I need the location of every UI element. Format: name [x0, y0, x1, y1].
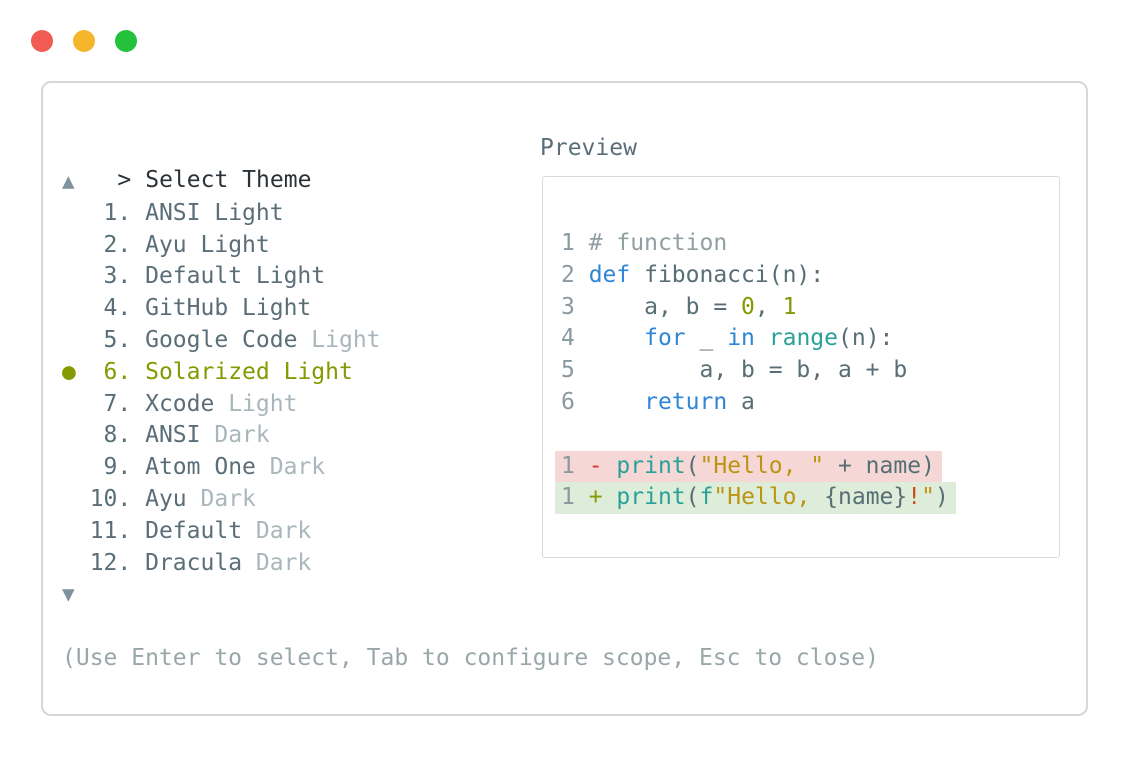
dialog-header: > Select Theme [62, 132, 311, 193]
theme-option[interactable]: 12. Dracula Dark [75, 549, 312, 576]
code-line: 1 # function [561, 230, 728, 256]
theme-option[interactable]: 10. Ayu Dark [75, 485, 256, 512]
window-controls [31, 30, 137, 52]
minimize-button[interactable] [73, 30, 95, 52]
selected-bullet-icon: ● [62, 358, 76, 385]
close-button[interactable] [31, 30, 53, 52]
code-line: 4 for _ in range(n): [561, 325, 894, 352]
theme-option[interactable]: 5. Google Code Light [75, 326, 381, 353]
prompt-marker-icon: > [117, 167, 132, 193]
theme-list: ▲ 1. ANSI Light 2. Ayu Light 3. Default … [62, 166, 381, 611]
help-text: (Use Enter to select, Tab to configure s… [62, 645, 879, 671]
diff-added-line: 1 + print(f"Hello, {name}!") [555, 482, 956, 515]
preview-pane: 1 # function 2 def fibonacci(n): 3 a, b = … [542, 176, 1060, 558]
theme-option[interactable]: 7. Xcode Light [75, 390, 298, 417]
code-block: 1 # function 2 def fibonacci(n): 3 a, b = … [555, 228, 956, 515]
code-line [561, 419, 956, 451]
code-line: 5 a, b = b, a + b [561, 357, 908, 384]
theme-option[interactable]: 8. ANSI Dark [75, 422, 270, 449]
preview-heading: Preview [540, 135, 637, 161]
code-line: 6 return a [561, 388, 755, 415]
code-line: 3 a, b = 0, 1 [561, 293, 797, 320]
theme-picker-dialog: > Select Theme Preview ▲ 1. ANSI Light 2.… [41, 81, 1088, 716]
theme-option[interactable]: 2. Ayu Light [75, 231, 270, 258]
theme-option[interactable]: 3. Default Light [75, 263, 326, 290]
code-line: 2 def fibonacci(n): [561, 261, 825, 288]
theme-option[interactable]: 9. Atom One Dark [75, 454, 326, 481]
scroll-up-icon[interactable]: ▲ [62, 169, 75, 193]
theme-options: 1. ANSI Light 2. Ayu Light 3. Default Li… [62, 198, 381, 580]
theme-option[interactable]: ● 6. Solarized Light [62, 358, 353, 385]
theme-option[interactable]: 1. ANSI Light [75, 199, 284, 226]
theme-option[interactable]: 4. GitHub Light [75, 295, 312, 322]
scroll-down-icon[interactable]: ▼ [62, 582, 75, 607]
dialog-title: Select Theme [145, 167, 312, 193]
zoom-button[interactable] [115, 30, 137, 52]
theme-option[interactable]: 11. Default Dark [75, 517, 312, 544]
diff-removed-line: 1 - print("Hello, " + name) [555, 450, 942, 483]
